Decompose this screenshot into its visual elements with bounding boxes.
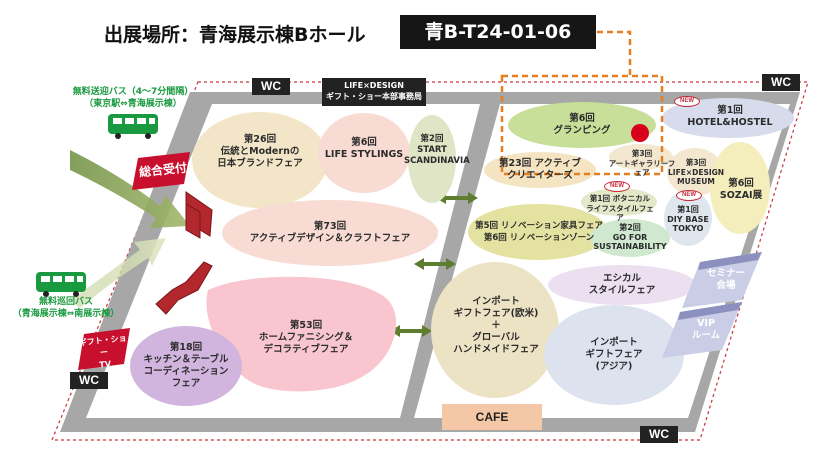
zone-shape-active-creators — [484, 152, 596, 188]
zone-shape-scandinavia — [408, 115, 456, 203]
zone-lxd-museum: 第3回 LIFE×DESIGN MUSEUM — [668, 158, 725, 186]
zone-shape-renovation — [468, 204, 608, 260]
zone-shape-lifestylings — [318, 113, 410, 193]
entrance-arrow-loop — [70, 238, 166, 308]
zone-sozai: 第6回 SOZAI展 — [719, 178, 763, 201]
zone-diy: 第1回 DIY BASE TOKYO — [667, 205, 709, 233]
wc-label-bottom-left: WC — [70, 372, 108, 389]
bus-shuttle — [108, 114, 158, 139]
zone-shape-home-fancy — [206, 276, 397, 392]
booth-highlight — [500, 74, 664, 176]
zone-shape-ethical — [548, 265, 696, 305]
zone-botanical: 第1回 ボタニカル ライフスタイルフェア — [586, 194, 654, 222]
zone-shape-hotel — [662, 98, 794, 138]
zone-shape-kitchen — [130, 326, 242, 406]
zone-shape-art-gallery — [609, 144, 673, 170]
zone-shape-sustainability — [590, 219, 670, 257]
wc-label-top-left: WC — [252, 78, 290, 95]
corridor-arrow-lower — [390, 325, 432, 337]
zone-active-craft: 第73回 アクティブデザイン＆クラフトフェア — [249, 221, 411, 244]
giftshow-tv-tag-shape — [78, 328, 130, 370]
zone-seminar: セミナー 会場 — [706, 268, 745, 291]
zone-shape-lxd-museum — [667, 148, 723, 196]
booth-connector — [597, 30, 632, 76]
zone-kitchen: 第18回 キッチン＆テーブル コーディネーション フェア — [143, 342, 229, 389]
zone-scandinavia: 第2回 START SCANDINAVIA — [404, 134, 470, 166]
wc-label-top-right: WC — [762, 74, 800, 91]
zone-renovation: 第5回 リノベーション家具フェア 第6回 リノベーションゾーン — [475, 221, 603, 243]
reception-tag-shape — [132, 152, 190, 190]
corridor-arrows — [390, 192, 478, 337]
cafe-label: CAFE — [442, 404, 542, 430]
zone-home-fancy: 第53回 ホームファニシング＆ デコラティブフェア — [258, 320, 354, 355]
zone-active-creators: 第23回 アクティブ クリエイターズ — [499, 158, 581, 181]
zone-shape-dentou — [192, 112, 328, 208]
corridor-arrow-middle — [414, 258, 456, 270]
zone-shape-import-asia — [544, 305, 684, 405]
bus-loop — [36, 272, 86, 297]
zone-shape-import-eu — [431, 262, 559, 398]
new-badge-botanical: NEW — [604, 181, 630, 192]
zone-vip: VIP ルーム — [691, 318, 721, 341]
zone-shape-active-craft — [222, 200, 438, 266]
office-label: LIFE×DESIGN ギフト・ショー本部事務局 — [322, 78, 426, 106]
booth-number-badge: 青B-T24-01-06 — [400, 15, 596, 49]
zone-art-gallery: 第3回 アートギャラリーフェア — [608, 149, 676, 177]
new-badge-diy: NEW — [676, 190, 702, 201]
entrance-walls — [155, 191, 213, 315]
wc-label-bottom-right: WC — [640, 426, 678, 443]
giftshow-tv-label: ギフト・ショー TV — [78, 333, 128, 370]
corridor-arrow-upper — [436, 192, 478, 204]
entrance-arrow-shuttle — [70, 150, 190, 228]
zone-sustainability: 第2回 GO FOR SUSTAINABILITY — [593, 223, 667, 251]
zone-dentou: 第26回 伝統とModernの 日本ブランドフェア — [217, 134, 303, 169]
shuttle-bus-label: 無料送迎バス（4〜7分間隔） （東京駅⇔青海展示棟） — [72, 87, 194, 109]
zone-hotel: 第1回 HOTEL&HOSTEL — [687, 105, 773, 128]
new-badge-hotel: NEW — [674, 96, 700, 107]
zone-shape-seminar-shade — [698, 252, 762, 270]
zone-shape-diy — [664, 190, 712, 246]
loop-bus-label: 無料巡回バス （青海展示棟⇔南展示棟） — [12, 297, 120, 319]
zone-shape-botanical — [581, 188, 657, 216]
zone-shape-vip-shade — [678, 302, 742, 320]
zone-glamping: 第6回 グランピング — [553, 113, 611, 136]
zone-import-asia: インポート ギフトフェア (アジア) — [585, 337, 643, 372]
zone-ethical: エシカル スタイルフェア — [588, 273, 656, 296]
booth-marker — [631, 124, 649, 142]
zone-lifestylings: 第6回 LIFE STYLINGS — [324, 137, 404, 160]
page-title: 出展場所：青海展示棟Bホール — [104, 24, 366, 46]
zone-shape-sozai — [710, 142, 770, 234]
hall-boundary — [51, 81, 809, 441]
zone-import-eu: インポート ギフトフェア(欧米) ＋ グローバル ハンドメイドフェア — [453, 296, 539, 355]
zone-shape-glamping — [508, 102, 656, 148]
